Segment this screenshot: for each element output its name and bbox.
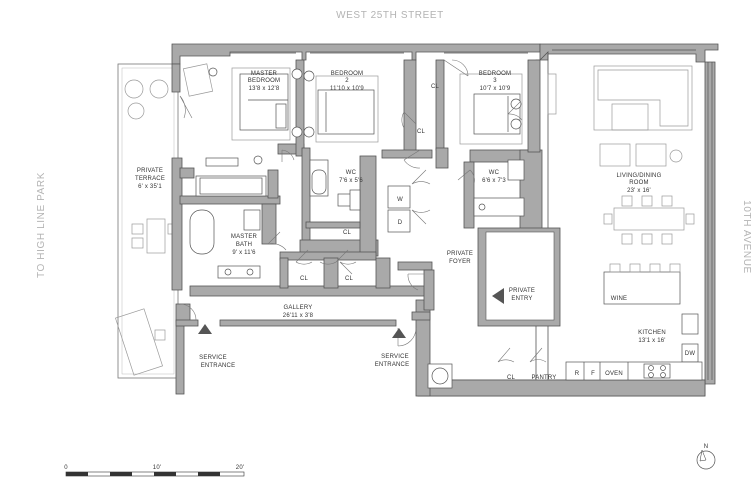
cl-label-3: CL bbox=[343, 230, 352, 236]
master-bedroom-name2: BEDROOM bbox=[248, 78, 280, 84]
kitchen-fixtures bbox=[565, 263, 703, 381]
terrace-name2: TERRACE bbox=[135, 176, 165, 182]
fridge-r-label: R bbox=[575, 371, 580, 377]
terrace-name1: PRIVATE bbox=[137, 168, 163, 174]
living-dims: 23' x 16' bbox=[627, 188, 651, 194]
fixture-labels: CL CL CL CL CL CL W D WINE DW PANTRY R F… bbox=[300, 84, 695, 381]
service-entrance-left-marker bbox=[198, 324, 212, 334]
cl-label-5: CL bbox=[345, 276, 354, 282]
cl-label-6: CL bbox=[507, 375, 516, 381]
wc2-fixtures bbox=[473, 159, 525, 217]
fridge-f-label: F bbox=[591, 371, 595, 377]
washer-label: W bbox=[397, 197, 403, 203]
north-label: N bbox=[704, 444, 709, 450]
bedroom3-name2: 3 bbox=[493, 78, 497, 84]
dw-label: DW bbox=[685, 351, 696, 357]
terrace-dims: 6' x 35'1 bbox=[138, 184, 162, 190]
service-entrance-right-marker bbox=[392, 328, 406, 338]
service-entrance-right-name1: SERVICE bbox=[381, 354, 409, 360]
wc1-fixtures bbox=[309, 159, 361, 211]
master-bath-name2: BATH bbox=[236, 242, 252, 248]
scale-10: 10' bbox=[153, 465, 161, 471]
laundry bbox=[387, 185, 411, 233]
private-entry-name2: ENTRY bbox=[511, 296, 532, 302]
walls bbox=[171, 43, 719, 397]
wc2-name: WC bbox=[489, 170, 500, 176]
service-entrance-left-name1: SERVICE bbox=[199, 355, 227, 361]
living-name1: LIVING/DINING bbox=[617, 173, 662, 179]
master-bedroom-name1: MASTER bbox=[251, 71, 278, 77]
living-dining-furniture bbox=[547, 65, 695, 245]
bedroom2-furniture bbox=[303, 70, 379, 143]
scale-0: 0 bbox=[64, 465, 68, 471]
master-bedroom-dims: 13'8 x 12'8 bbox=[249, 86, 280, 92]
wc1-dims: 7'6 x 5'6 bbox=[339, 178, 363, 184]
bedroom2-name2: 2 bbox=[345, 78, 349, 84]
oven-label: OVEN bbox=[605, 371, 623, 377]
private-entry-name1: PRIVATE bbox=[509, 288, 535, 294]
living-name2: ROOM bbox=[629, 180, 648, 186]
windows bbox=[230, 49, 713, 380]
gallery-name: GALLERY bbox=[284, 305, 313, 311]
private-foyer-name1: PRIVATE bbox=[447, 251, 473, 257]
doors bbox=[179, 59, 547, 363]
wc1-name: WC bbox=[346, 170, 357, 176]
bedroom2-name1: BEDROOM bbox=[331, 71, 363, 77]
street-label-west: TO HIGH LINE PARK bbox=[36, 172, 47, 278]
cl-label-2: CL bbox=[417, 129, 426, 135]
scale-bar: 0 10' 20' bbox=[64, 465, 245, 477]
kitchen-dims: 13'1 x 16' bbox=[638, 338, 665, 344]
private-entry-marker bbox=[492, 288, 504, 304]
bedroom2-dims: 11'10 x 10'9 bbox=[330, 86, 364, 92]
bedroom3-name1: BEDROOM bbox=[479, 71, 511, 77]
room-labels: MASTER BEDROOM 13'8 x 12'8 BEDROOM 2 11'… bbox=[135, 71, 666, 369]
gallery-dims: 26'11 x 3'8 bbox=[283, 313, 314, 319]
pantry-label: PANTRY bbox=[532, 375, 557, 381]
private-foyer-name2: FOYER bbox=[449, 259, 471, 265]
service-entrance-right-name2: ENTRANCE bbox=[375, 362, 410, 368]
street-label-north: WEST 25TH STREET bbox=[336, 10, 444, 21]
cl-label-1: CL bbox=[431, 84, 440, 90]
master-bath-fixtures bbox=[189, 175, 267, 279]
wine-label: WINE bbox=[611, 296, 627, 302]
bedroom3-dims: 10'7 x 10'9 bbox=[480, 86, 511, 92]
north-compass: N bbox=[696, 444, 716, 470]
master-bedroom-furniture bbox=[182, 63, 303, 167]
trash-chute bbox=[427, 363, 453, 389]
scale-20: 20' bbox=[236, 465, 244, 471]
master-bath-dims: 9' x 11'6 bbox=[232, 250, 256, 256]
master-bath-name1: MASTER bbox=[231, 234, 258, 240]
wc2-dims: 6'6 x 7'3 bbox=[482, 178, 506, 184]
private-terrace bbox=[115, 63, 179, 379]
service-entrance-left-name2: ENTRANCE bbox=[201, 363, 236, 369]
cl-label-4: CL bbox=[300, 276, 309, 282]
dryer-label: D bbox=[398, 220, 403, 226]
kitchen-name: KITCHEN bbox=[638, 330, 666, 336]
street-label-east: 10TH AVENUE bbox=[741, 200, 752, 274]
